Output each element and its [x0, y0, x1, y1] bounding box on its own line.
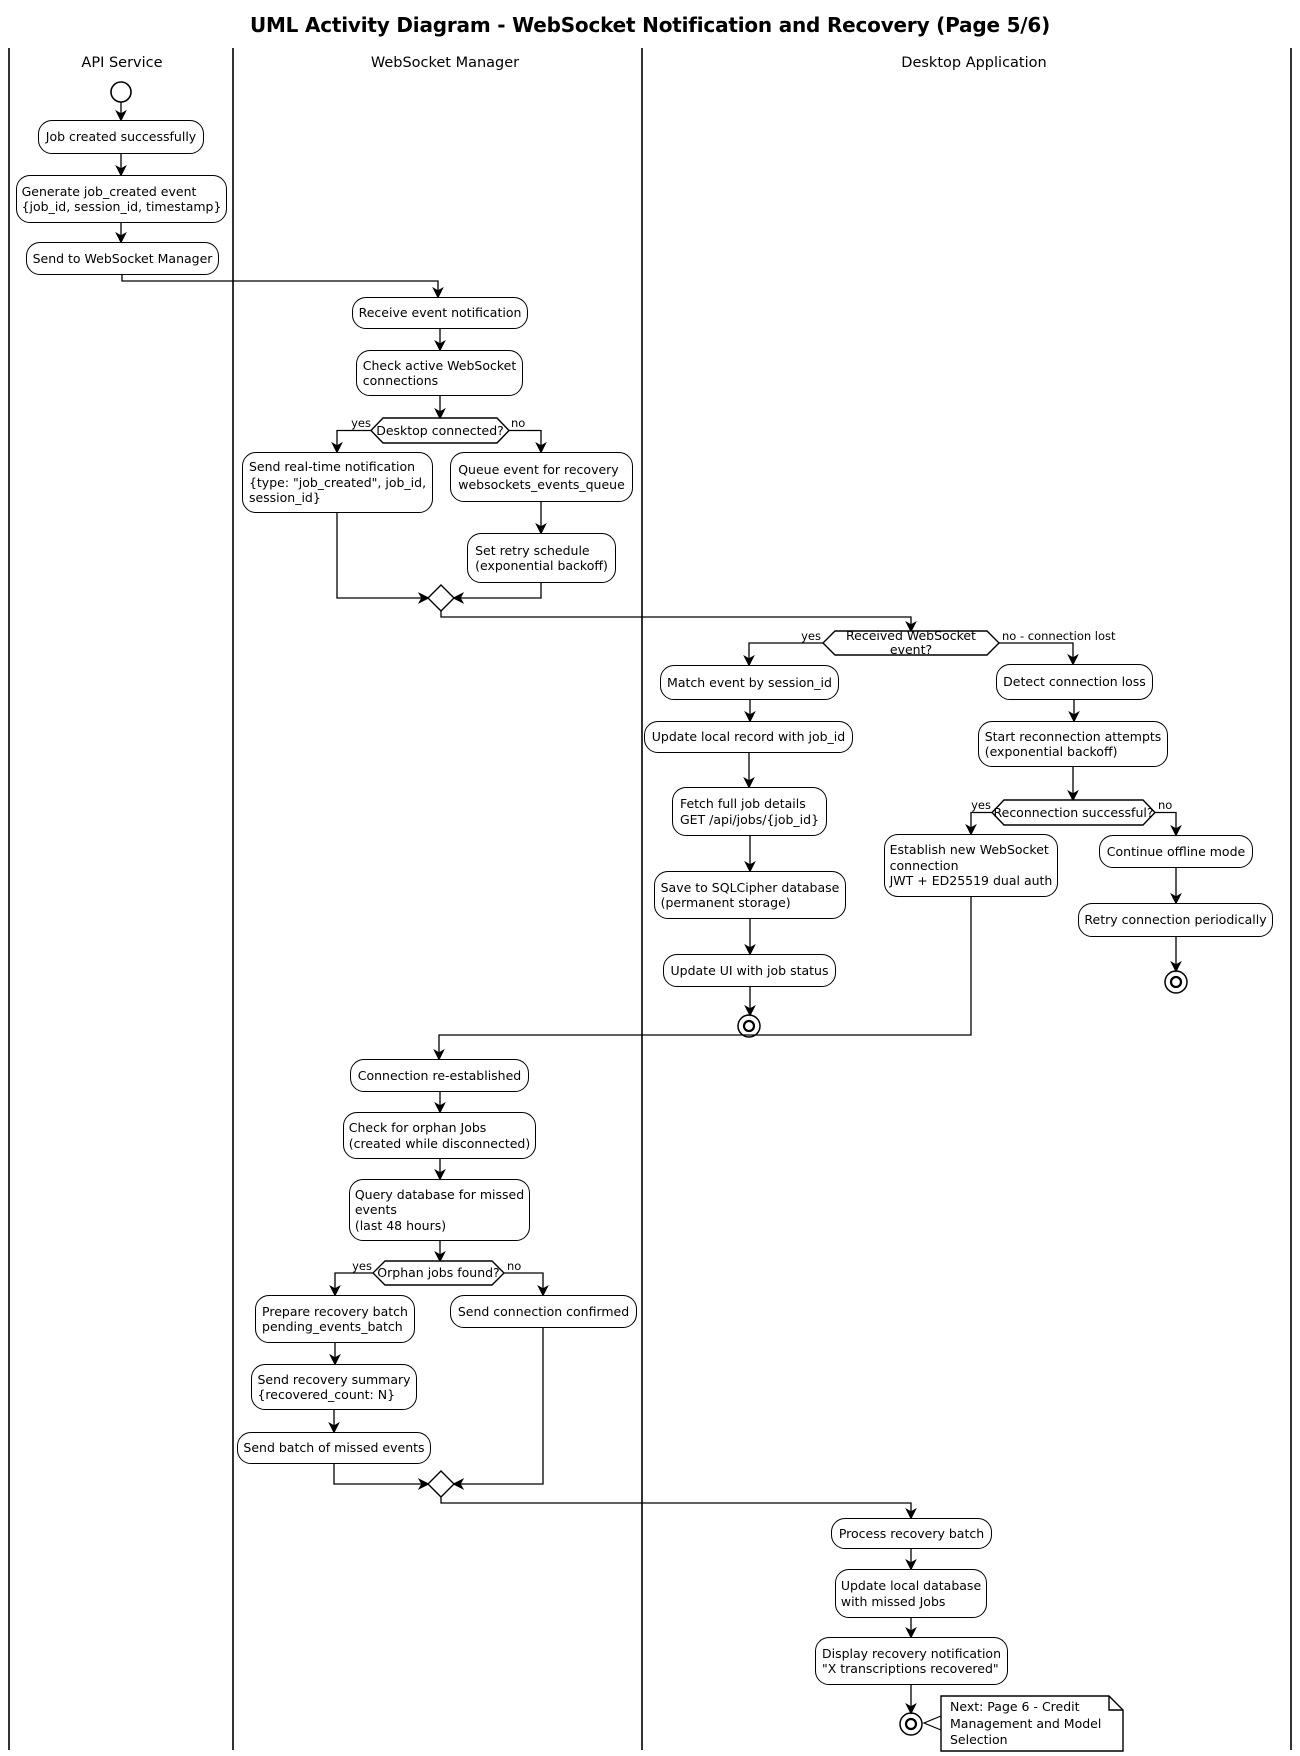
- decision-received-websocket-event-shape: [822, 630, 1000, 656]
- decision-reconnection-successful-label: Reconnection successful?: [993, 804, 1154, 820]
- branch-label-no-desktop-connected: no: [511, 416, 526, 430]
- activity-update-local-database: Update local database with missed Jobs: [835, 1569, 987, 1618]
- final-node-job-updated: [737, 1014, 761, 1038]
- final-node-offline: [1164, 970, 1188, 994]
- activity-fetch-full-job-details: Fetch full job details GET /api/jobs/{jo…: [672, 787, 827, 836]
- activity-prepare-recovery-batch: Prepare recovery batch pending_events_ba…: [255, 1295, 415, 1343]
- lane-label-api-service: API Service: [81, 55, 163, 71]
- activity-send-batch-of-missed-events: Send batch of missed events: [237, 1432, 431, 1464]
- final-nodes: [737, 970, 1188, 1736]
- branch-label-no-connection-lost: no - connection lost: [1002, 629, 1116, 643]
- branch-label-no-orphan-jobs: no: [507, 1259, 522, 1273]
- activity-generate-job-created-event: Generate job_created event {job_id, sess…: [16, 175, 227, 223]
- activity-job-created-successfully: Job created successfully: [38, 120, 204, 154]
- activity-display-recovery-notification: Display recovery notification "X transcr…: [815, 1637, 1008, 1685]
- activity-query-database-for-missed-events: Query database for missed events (last 4…: [349, 1179, 530, 1241]
- activity-check-active-connections: Check active WebSocket connections: [356, 350, 523, 396]
- activity-retry-connection-periodically: Retry connection periodically: [1078, 903, 1273, 937]
- activity-continue-offline-mode: Continue offline mode: [1099, 835, 1253, 868]
- activity-send-to-websocket-manager: Send to WebSocket Manager: [26, 242, 219, 275]
- activity-set-retry-schedule: Set retry schedule (exponential backoff): [467, 533, 616, 583]
- final-node-offline-inner: [1169, 975, 1183, 989]
- activity-detect-connection-loss: Detect connection loss: [996, 664, 1153, 700]
- branch-label-yes-desktop-connected: yes: [351, 416, 371, 430]
- decision-desktop-connected-label: Desktop connected?: [376, 422, 504, 438]
- decision-shapes: [370, 417, 1156, 1286]
- swimlane-borders: [8, 48, 1292, 1750]
- merge-node-recovery: [427, 1470, 455, 1498]
- final-node-job-updated-inner: [742, 1019, 756, 1033]
- note-shape: [922, 1695, 1124, 1752]
- activity-queue-event-for-recovery: Queue event for recovery websockets_even…: [450, 452, 633, 502]
- activity-update-local-record: Update local record with job_id: [644, 721, 853, 753]
- start-node: [110, 81, 132, 103]
- flow-edges: [115, 102, 1182, 1715]
- note-connector: [922, 1715, 942, 1731]
- activity-save-to-sqlcipher: Save to SQLCipher database (permanent st…: [654, 871, 846, 919]
- final-node-recovery-complete-inner: [904, 1717, 918, 1731]
- final-node-recovery-complete: [899, 1712, 923, 1736]
- activity-send-realtime-notification: Send real-time notification {type: "job_…: [242, 452, 433, 513]
- activity-match-event-by-session-id: Match event by session_id: [660, 665, 839, 700]
- note-next-page-text: Next: Page 6 - Credit Management and Mod…: [950, 1699, 1102, 1747]
- lane-label-websocket-manager: WebSocket Manager: [370, 55, 520, 71]
- activity-start-reconnection-attempts: Start reconnection attempts (exponential…: [978, 721, 1168, 767]
- activity-receive-event-notification: Receive event notification: [352, 297, 528, 329]
- activity-update-ui-with-job-status: Update UI with job status: [663, 954, 836, 987]
- activity-check-for-orphan-jobs: Check for orphan Jobs (created while dis…: [343, 1112, 536, 1159]
- merge-node-notification: [427, 584, 455, 612]
- merge-nodes: [427, 584, 455, 1498]
- branch-label-yes-reconnection: yes: [971, 798, 991, 812]
- decision-reconnection-successful-shape: [991, 799, 1156, 826]
- note-body: [940, 1695, 1124, 1752]
- lane-label-desktop-application: Desktop Application: [901, 55, 1047, 71]
- decision-orphan-jobs-found-label: Orphan jobs found?: [377, 1265, 500, 1280]
- note-fold-corner-icon: [1108, 1696, 1123, 1711]
- activity-establish-new-websocket-connection: Establish new WebSocket connection JWT +…: [884, 834, 1058, 897]
- decision-received-websocket-event-label: Received WebSocket event?: [846, 628, 976, 657]
- activity-process-recovery-batch: Process recovery batch: [831, 1518, 992, 1549]
- decision-orphan-jobs-found-shape: [372, 1260, 505, 1286]
- activity-connection-reestablished: Connection re-established: [350, 1059, 529, 1092]
- branch-label-no-reconnection: no: [1158, 798, 1173, 812]
- diagram-title: UML Activity Diagram - WebSocket Notific…: [249, 13, 1051, 37]
- decision-desktop-connected-shape: [370, 417, 510, 444]
- branch-label-yes-orphan-jobs: yes: [352, 1259, 372, 1273]
- branch-label-yes-received-event: yes: [801, 629, 821, 643]
- activity-send-connection-confirmed: Send connection confirmed: [450, 1295, 637, 1328]
- activity-send-recovery-summary: Send recovery summary {recovered_count: …: [251, 1364, 417, 1410]
